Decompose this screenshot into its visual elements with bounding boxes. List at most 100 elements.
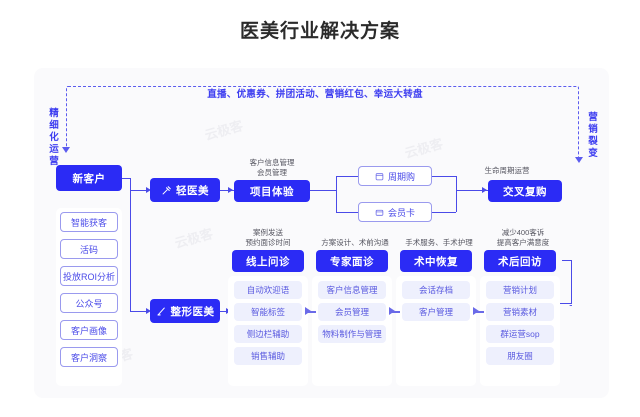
chip-marketing-material[interactable]: 营销素材 [486, 303, 554, 321]
chip-sales-assist[interactable]: 销售辅助 [234, 347, 302, 365]
label-marketing-fission: 营销裂变 [588, 112, 598, 159]
arrow-project-icon [228, 186, 233, 193]
chip-customer-info-mgmt[interactable]: 客户信息管理 [318, 281, 386, 299]
chip-sidebar-assist[interactable]: 侧边栏辅助 [234, 325, 302, 343]
arrow-panel-2-3-icon [389, 307, 395, 315]
chip-smart-tag[interactable]: 智能标签 [234, 303, 302, 321]
chip-label: 会员管理 [334, 307, 369, 317]
chip-label: 朋友圈 [507, 351, 533, 361]
loop-arrow-left-icon [62, 147, 70, 153]
node-project-experience[interactable]: 项目体验 [234, 180, 310, 202]
node-label: 项目体验 [250, 185, 294, 198]
chip-label: 会话存档 [418, 285, 453, 295]
node-label: 整形医美 [170, 305, 215, 318]
caption-line-1: 客户信息管理 [249, 158, 295, 167]
arrow-branch-2-icon [146, 307, 151, 314]
connector-to-branch-2 [130, 311, 148, 312]
chip-member-mgmt[interactable]: 会员管理 [318, 303, 386, 321]
page-title: 医美行业解决方案 [239, 21, 400, 42]
chip-label: 营销计划 [502, 285, 537, 295]
node-post-surgery-followup[interactable]: 术后回访 [484, 250, 556, 272]
chip-label: 客户管理 [418, 307, 453, 317]
connector-loop-vertical [571, 260, 572, 304]
node-cycle-purchase[interactable]: 周期购 [358, 166, 432, 186]
arrow-cross-repurchase-icon [482, 186, 487, 193]
node-label: 专家面诊 [330, 255, 374, 268]
syringe-icon [161, 185, 172, 196]
arrow-panel-3-4-icon [473, 307, 479, 315]
connector-panel4-loop-out [560, 303, 572, 304]
node-label: 会员卡 [387, 207, 415, 218]
caption-project-experience: 客户信息管理 会员管理 [216, 158, 328, 178]
node-light-medical-beauty[interactable]: 轻医美 [150, 178, 220, 202]
chip-label: 销售辅助 [250, 351, 285, 361]
arrow-panel-1-2-icon [305, 307, 311, 315]
node-online-consultation[interactable]: 线上问诊 [232, 250, 304, 272]
connector-branch1-to-project [220, 190, 234, 191]
connector-panel-2-3 [392, 311, 400, 313]
caption-line-1: 减少400客诉 [501, 228, 545, 237]
chip-label: 客户画像 [70, 325, 107, 336]
connector-project-out [310, 190, 336, 191]
caption-post-followup: 减少400客诉 提高客户满意度 [480, 228, 566, 248]
node-new-customer-label: 新客户 [72, 172, 106, 185]
card-icon [375, 208, 384, 217]
marketing-banner-text: 直播、优惠券、拼团活动、营销红包、幸运大转盘 [207, 89, 423, 100]
node-label: 周期购 [387, 171, 415, 182]
chip-roi-analysis[interactable]: 投放ROI分析 [60, 266, 118, 286]
connector-to-cycle-buy [336, 176, 358, 177]
node-cross-repurchase[interactable]: 交叉复购 [488, 180, 562, 202]
connector-to-branch-1 [130, 190, 148, 191]
connector-entry-out [122, 178, 131, 179]
chip-label: 活码 [79, 244, 98, 255]
chip-marketing-plan[interactable]: 营销计划 [486, 281, 554, 299]
loop-mask-right [572, 160, 586, 310]
connector-merge-out [456, 190, 488, 191]
chip-official-account[interactable]: 公众号 [60, 293, 118, 313]
chip-label: 物料制作与管理 [322, 329, 382, 339]
node-label: 术后回访 [498, 255, 542, 268]
chip-label: 群运营sop [500, 329, 540, 339]
chip-label: 公众号 [75, 298, 103, 309]
connector-loop-to-followup [562, 260, 572, 261]
caption-lifecycle-operation: 生命周期运营 [484, 166, 530, 175]
chip-label: 智能获客 [70, 217, 107, 228]
chip-smart-acquisition[interactable]: 智能获客 [60, 212, 118, 232]
node-label: 线上问诊 [246, 255, 290, 268]
node-new-customer[interactable]: 新客户 [56, 165, 122, 191]
chip-auto-welcome[interactable]: 自动欢迎语 [234, 281, 302, 299]
node-label: 术中恢复 [414, 255, 458, 268]
chip-moments[interactable]: 朋友圈 [486, 347, 554, 365]
node-member-card[interactable]: 会员卡 [358, 202, 432, 222]
chip-live-code[interactable]: 活码 [60, 239, 118, 259]
chip-label: 智能标签 [250, 307, 285, 317]
connector-card-out [432, 212, 456, 213]
arrow-branch-1-icon [146, 186, 151, 193]
chip-customer-insight[interactable]: 客户洞察 [60, 347, 118, 367]
caption-expert-consult: 方案设计、术前沟通 [321, 238, 389, 247]
chip-session-archive[interactable]: 会话存档 [402, 281, 470, 299]
node-plastic-medical-beauty[interactable]: 整形医美 [150, 299, 220, 323]
caption-online-consult: 案例发送 预约面诊时间 [228, 228, 308, 248]
node-expert-consultation[interactable]: 专家面诊 [316, 250, 388, 272]
connector-trunk-vertical [130, 178, 131, 311]
chip-label: 自动欢迎语 [246, 285, 290, 295]
caption-line-2: 会员管理 [257, 168, 287, 177]
label-refined-operation: 精细化运营 [49, 108, 59, 167]
chip-label: 营销素材 [502, 307, 537, 317]
node-in-surgery-recovery[interactable]: 术中恢复 [400, 250, 472, 272]
chip-material-mgmt[interactable]: 物料制作与管理 [318, 325, 386, 343]
chip-customer-profile[interactable]: 客户画像 [60, 320, 118, 340]
chip-customer-mgmt[interactable]: 客户管理 [402, 303, 470, 321]
node-label: 交叉复购 [503, 185, 547, 198]
caption-in-surgery: 手术服务、手术护理 [405, 238, 473, 247]
connector-merge-vertical [456, 176, 457, 212]
chip-label: 客户洞察 [70, 352, 107, 363]
connector-split-vertical [336, 176, 337, 212]
connector-panel-3-4 [476, 311, 484, 313]
caption-line-2: 预约面诊时间 [245, 238, 291, 247]
loop-arrow-right-icon [575, 157, 583, 163]
chip-group-sop[interactable]: 群运营sop [486, 325, 554, 343]
connector-panel-1-2 [308, 311, 316, 313]
